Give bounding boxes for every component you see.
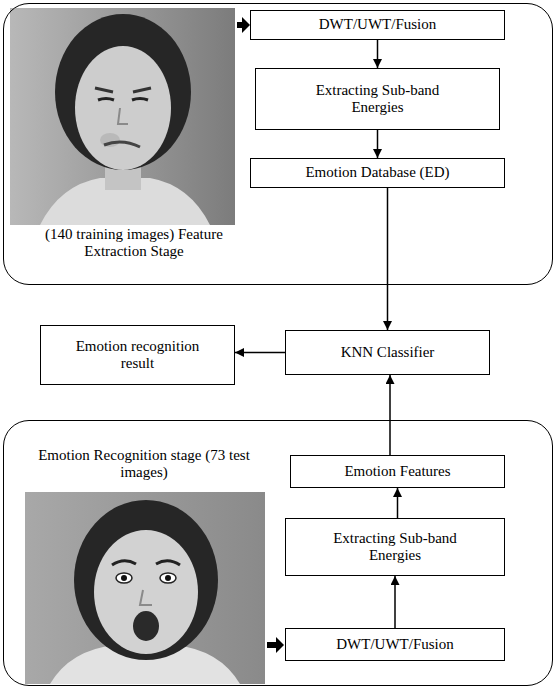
process-box: Extracting Sub-band Energies [255, 68, 500, 130]
process-box: Emotion Features [290, 455, 505, 488]
box-label: DWT/UWT/Fusion [319, 16, 437, 33]
input-arrow [237, 17, 250, 33]
process-box: Emotion Database (ED) [250, 158, 505, 188]
process-box: KNN Classifier [285, 330, 490, 375]
box-label: Emotion Database (ED) [305, 164, 449, 181]
flow-arrow [394, 576, 396, 628]
flow-arrow [397, 488, 399, 518]
input-arrow [267, 637, 284, 653]
training-face-photo [10, 8, 235, 225]
flow-arrow [377, 130, 379, 158]
box-label: Emotion recognition result [63, 338, 213, 373]
box-label: Extracting Sub-band Energies [293, 82, 463, 117]
process-box: DWT/UWT/Fusion [285, 628, 505, 661]
process-box: Extracting Sub-band Energies [285, 518, 505, 576]
box-label: Emotion Features [344, 463, 450, 480]
flow-arrow [389, 375, 391, 455]
box-label: Extracting Sub-band Energies [310, 530, 480, 565]
flow-arrow [387, 188, 389, 330]
stage-region: (140 training images) Feature Extraction… [3, 3, 553, 285]
box-label: KNN Classifier [341, 344, 435, 361]
stage-caption: Emotion Recognition stage (73 test image… [29, 447, 259, 482]
stage-region: Emotion Recognition stage (73 test image… [3, 420, 553, 686]
flow-arrow [235, 352, 285, 354]
process-box: Emotion recognition result [40, 325, 235, 385]
box-label: DWT/UWT/Fusion [336, 636, 454, 653]
flow-arrow [377, 40, 379, 68]
test-face-photo [25, 492, 265, 684]
process-box: DWT/UWT/Fusion [250, 10, 505, 40]
stage-caption: (140 training images) Feature Extraction… [29, 226, 239, 261]
